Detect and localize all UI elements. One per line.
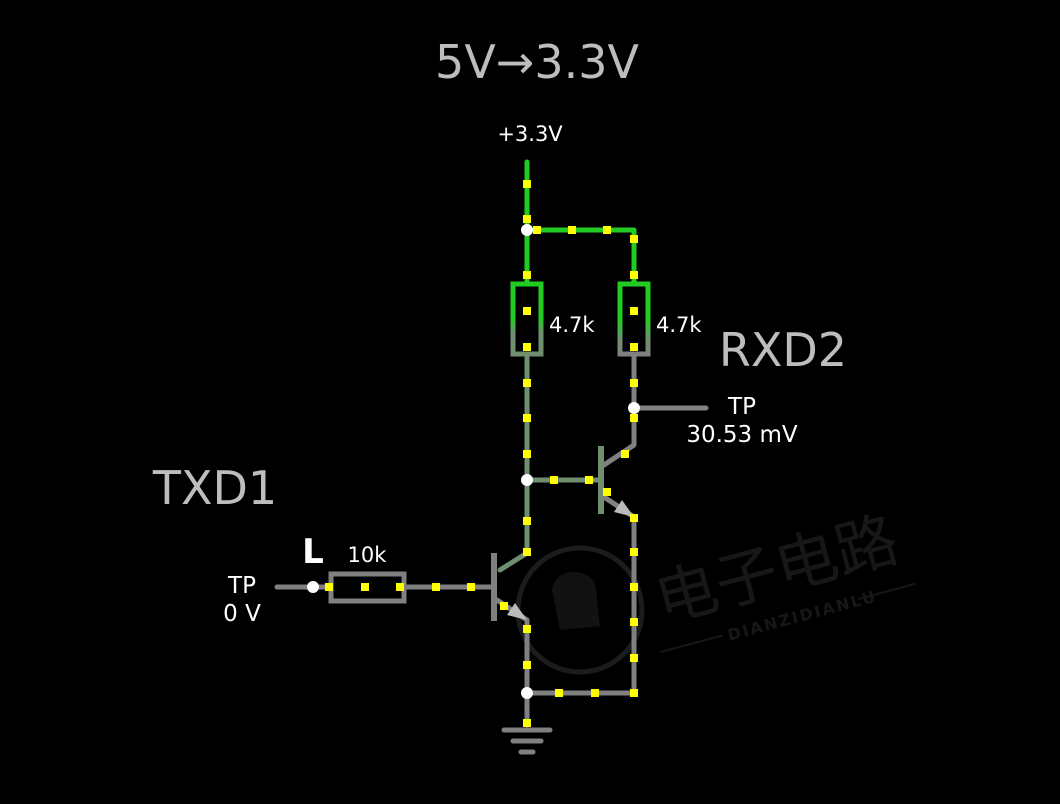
emitter-arrow-icon xyxy=(507,603,527,620)
current-dots xyxy=(325,180,638,727)
output-probe-name: TP xyxy=(727,394,756,420)
input-probe-name: TP xyxy=(227,573,256,599)
transistor-q1[interactable] xyxy=(491,553,530,728)
resistor-r3-label: 10k xyxy=(348,543,388,567)
supply-wires[interactable] xyxy=(524,159,637,286)
resistor-r2-label: 4.7k xyxy=(656,313,702,337)
resistor-r1-label: 4.7k xyxy=(549,313,595,337)
logic-input-state[interactable]: L xyxy=(302,532,324,572)
input-probe-value: 0 V xyxy=(223,601,261,627)
supply-label: +3.3V xyxy=(497,122,563,146)
txd-label: TXD1 xyxy=(152,461,277,515)
circuit-title: 5V→3.3V xyxy=(435,35,639,89)
output-probe-value: 30.53 mV xyxy=(686,422,798,448)
junction-nodes xyxy=(307,224,640,699)
transistor-q2[interactable] xyxy=(524,446,637,696)
rxd-label: RXD2 xyxy=(719,323,847,377)
watermark: 电子电路 DIANZIDIANLU xyxy=(515,502,917,675)
emitter-arrow-icon xyxy=(614,500,634,517)
ground-icon xyxy=(501,727,553,755)
